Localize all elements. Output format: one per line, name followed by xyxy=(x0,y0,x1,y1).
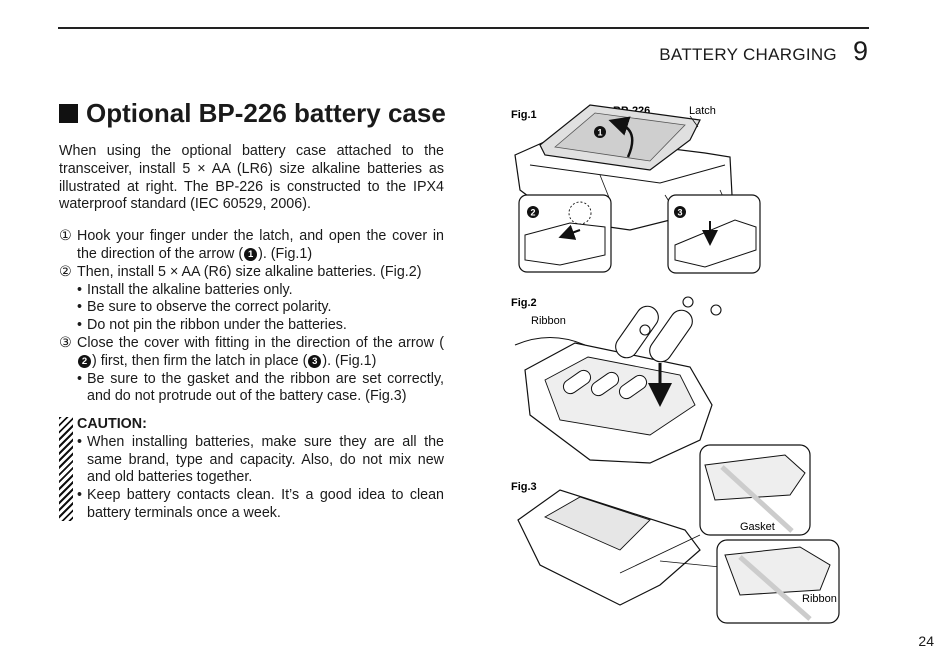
callout-2-detail-shape xyxy=(524,222,606,266)
installed-battery xyxy=(562,369,592,395)
caution-stripe-icon xyxy=(59,417,73,521)
cover-panel-shape xyxy=(554,112,686,162)
fig1-label: Fig.1 xyxy=(511,109,537,121)
plus-terminal-icon xyxy=(639,324,651,336)
intro-paragraph: When using the optional battery case att… xyxy=(59,143,444,213)
new-battery xyxy=(615,305,659,359)
bullet-dot: • xyxy=(77,433,83,450)
step-text: Hook your finger under the latch, and op… xyxy=(77,228,444,264)
ribbon-shape xyxy=(514,337,586,346)
bullet-text: Do not pin the ribbon under the batterie… xyxy=(87,317,347,334)
close-arrow-icon xyxy=(558,224,581,240)
marker-2-text: 2 xyxy=(530,208,535,218)
caution-box: CAUTION: •When installing batteries, mak… xyxy=(59,416,444,523)
steps-list: ① Hook your finger under the latch, and … xyxy=(59,228,444,406)
callout-line xyxy=(659,560,721,568)
fig2-label: Fig.2 xyxy=(511,297,537,309)
step-3-bullet: •Be sure to the gasket and the ribbon ar… xyxy=(59,371,444,407)
step-2: ② Then, install 5 × AA (R6) size alkalin… xyxy=(59,264,444,282)
figure-1: Fig.1 BP-226 Latch 1 2 3 xyxy=(511,104,761,274)
caution-heading: CAUTION: xyxy=(77,416,147,432)
step-text-part: ). (Fig.1) xyxy=(322,352,377,369)
step-2-bullet: •Install the alkaline batteries only. xyxy=(59,282,444,300)
arrow-2-marker: 2 xyxy=(78,355,91,369)
bullet-dot: • xyxy=(77,370,83,387)
closed-cover-shape xyxy=(544,496,651,551)
instructions: When using the optional battery case att… xyxy=(59,143,444,406)
step-number: ① xyxy=(59,228,72,245)
figure-2: Fig.2 Ribbon xyxy=(511,296,722,464)
bullet-dot: • xyxy=(77,299,83,316)
gasket-detail-shape xyxy=(704,454,806,501)
plus-terminal-icon xyxy=(710,304,722,316)
new-battery xyxy=(649,309,693,363)
caution-item: •Keep battery contacts clean. It’s a goo… xyxy=(77,487,444,523)
page-header: BATTERY CHARGING 9 xyxy=(659,36,868,67)
minus-terminal-icon xyxy=(682,296,694,308)
ribbon-label: Ribbon xyxy=(802,593,837,605)
caution-text: When installing batteries, make sure the… xyxy=(87,433,444,486)
bullet-text: Be sure to the gasket and the ribbon are… xyxy=(87,370,444,405)
title-text: Optional BP-226 battery case xyxy=(86,98,446,128)
marker-3-text: 3 xyxy=(677,208,682,218)
bullet-dot: • xyxy=(77,281,83,298)
step-text-part: Close the cover with fitting in the dire… xyxy=(77,334,444,351)
bullet-text: Be sure to observe the correct polarity. xyxy=(87,299,332,316)
ribbon-hatch-line xyxy=(738,555,812,621)
caution-text: Keep battery contacts clean. It’s a good… xyxy=(87,487,444,521)
bullet-dot: • xyxy=(77,317,83,334)
case-rim-line xyxy=(529,164,726,184)
chapter-number: 9 xyxy=(852,36,868,66)
marker-2-icon xyxy=(527,206,539,218)
fig1-latch-label: Latch xyxy=(689,105,716,117)
step-2-bullet: •Be sure to observe the correct polarity… xyxy=(59,299,444,317)
top-rule xyxy=(58,27,869,29)
arrow-1-marker: 1 xyxy=(244,248,258,262)
step-1: ① Hook your finger under the latch, and … xyxy=(59,228,444,264)
battery-figures: Fig.1 BP-226 Latch 1 2 3 Fig.2 Ribbon xyxy=(511,104,840,624)
installed-battery xyxy=(618,374,648,400)
step-text: Then, install 5 × AA (R6) size alkaline … xyxy=(77,263,422,280)
fig3-label: Fig.3 xyxy=(511,481,537,493)
marker-1-icon xyxy=(594,126,606,138)
caution-item: •When installing batteries, make sure th… xyxy=(77,434,444,487)
open-arrow-icon xyxy=(608,116,634,158)
step-3: ③ Close the cover with fitting in the di… xyxy=(59,335,444,371)
square-bullet-icon xyxy=(59,104,78,123)
ribbon-detail-shape xyxy=(724,546,831,596)
bullet-dot: • xyxy=(77,487,83,504)
step-text-part: ) first, then firm the latch in place ( xyxy=(92,352,308,369)
figure-3: Fig.3 Gasket Ribbon xyxy=(511,444,840,624)
section-title: BATTERY CHARGING xyxy=(659,45,837,64)
gasket-hatch-line xyxy=(720,465,794,533)
callout-2-dashed-circle xyxy=(568,201,592,225)
gasket-label: Gasket xyxy=(740,521,775,533)
step-number: ② xyxy=(59,263,72,280)
marker-3-icon xyxy=(674,206,686,218)
step-number: ③ xyxy=(59,334,72,351)
step-text-part: Hook your finger under the latch, and op… xyxy=(77,228,444,262)
step-text-part: ). (Fig.1) xyxy=(258,245,313,262)
step-2-bullet: •Do not pin the ribbon under the batteri… xyxy=(59,317,444,335)
step-text: Close the cover with fitting in the dire… xyxy=(77,335,444,371)
installed-battery xyxy=(590,371,620,397)
fig2-ribbon-label: Ribbon xyxy=(531,315,566,327)
page-title: Optional BP-226 battery case xyxy=(59,98,446,129)
callout-line xyxy=(599,174,611,201)
page-number: 24 xyxy=(918,633,934,649)
callout-line xyxy=(619,534,701,574)
bullet-text: Install the alkaline batteries only. xyxy=(87,281,293,298)
marker-1-text: 1 xyxy=(597,128,602,138)
latch-3-marker: 3 xyxy=(308,355,322,369)
latch-leader-line xyxy=(689,115,699,128)
